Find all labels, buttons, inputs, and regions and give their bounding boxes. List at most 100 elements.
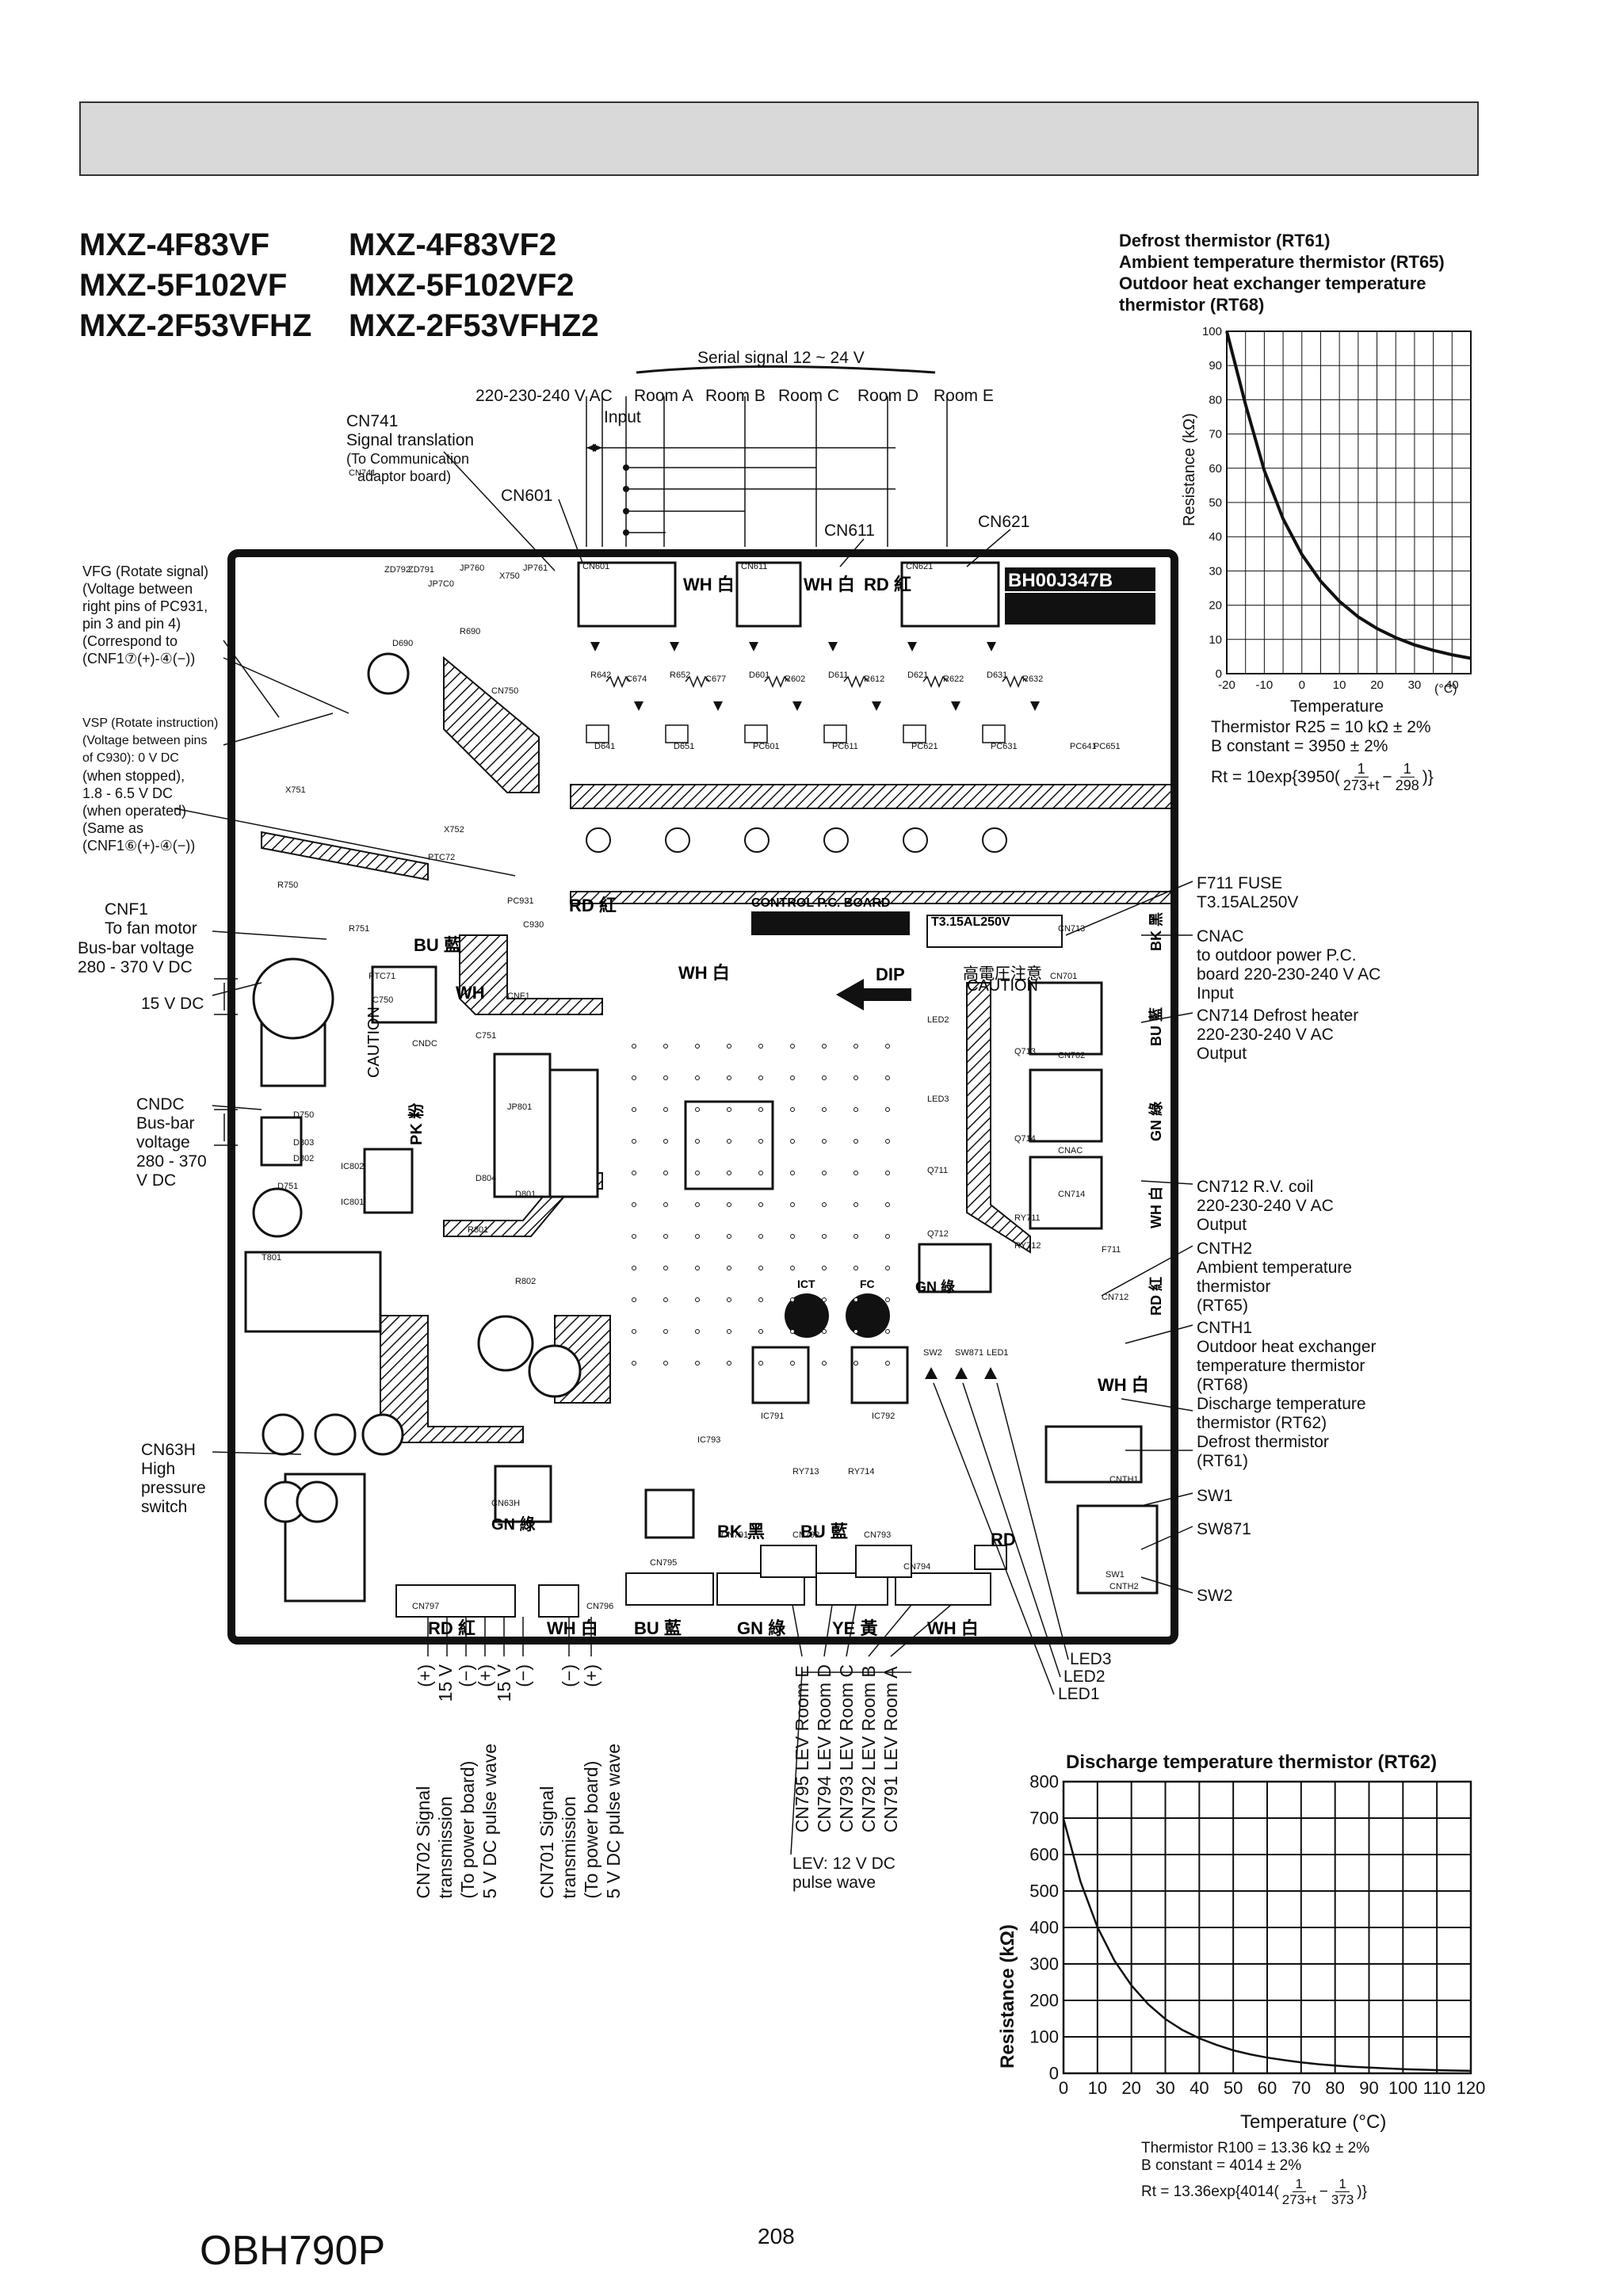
component-ref-label: D601 xyxy=(749,670,769,680)
via-dot xyxy=(854,1044,858,1049)
header-bar xyxy=(79,101,1479,176)
tag-rd: RD 紅 xyxy=(864,575,911,594)
via-dot xyxy=(632,1297,636,1302)
via-dot xyxy=(695,1234,700,1239)
tag-pk: PK 粉 xyxy=(407,1103,426,1145)
tag-wh: WH 白 xyxy=(547,1618,598,1638)
via-dot xyxy=(632,1329,636,1334)
transistor-symbol xyxy=(823,827,849,853)
via-dot xyxy=(822,1171,827,1175)
x-tick-label: 100 xyxy=(1388,2078,1418,2098)
fc-label: FC xyxy=(860,1278,875,1290)
component-ref-label: PC611 xyxy=(832,742,858,751)
model-name: MXZ-4F83VF xyxy=(79,227,270,262)
via-dot xyxy=(663,1297,668,1302)
via-dot xyxy=(758,1234,763,1239)
component-ref-label: F711 xyxy=(1102,1245,1121,1255)
via-dot xyxy=(885,1171,890,1175)
component-ref-label: D801 xyxy=(515,1190,536,1199)
component-ref-label: CNF1 xyxy=(507,991,530,1001)
y-tick-label: 80 xyxy=(1209,393,1222,407)
room-e-label: Room E xyxy=(934,387,994,405)
y-tick-label: 90 xyxy=(1209,359,1222,372)
vsp-label: VSP (Rotate instruction) (Voltage betwee… xyxy=(82,716,219,854)
via-dot xyxy=(854,1329,858,1334)
via-dot xyxy=(727,1266,731,1270)
tag-wh: WH 白 xyxy=(678,963,730,983)
component-ref-label: IC801 xyxy=(341,1198,364,1207)
via-dot xyxy=(727,1075,731,1080)
component-ref-label: X752 xyxy=(444,825,464,835)
room-d-label: Room D xyxy=(857,387,919,405)
chart-bottom-ylabel: Resistance (kΩ) xyxy=(997,1924,1018,2069)
x-tick-label: 60 xyxy=(1258,2078,1277,2098)
via-dot xyxy=(885,1107,890,1112)
resistor-symbol xyxy=(843,675,869,688)
chart-top-notes: Thermistor R25 = 10 kΩ ± 2% B constant =… xyxy=(1211,718,1431,755)
via-dot xyxy=(854,1075,858,1080)
via-dot xyxy=(790,1202,795,1207)
via-dot xyxy=(854,1266,858,1270)
lev-note: LEV: 12 V DC pulse wave xyxy=(792,1855,896,1892)
component-ref-label: CNDC xyxy=(412,1039,437,1049)
cn601-label: CN601 xyxy=(501,487,553,505)
chart-top-formula: Rt = 10exp{3950( 1 273+t − 1 298 )} xyxy=(1211,761,1434,793)
resistor-symbol xyxy=(922,675,948,688)
via-dot xyxy=(854,1139,858,1144)
resistor-symbol xyxy=(605,675,631,688)
component-ref-label: D631 xyxy=(987,670,1007,680)
v15-label: 15 V DC xyxy=(141,995,204,1013)
via-dot xyxy=(790,1329,795,1334)
component-ref-label: CN750 xyxy=(491,686,518,696)
tag-gn: GN 綠 xyxy=(915,1278,956,1295)
component-ref-label: SW1 xyxy=(1106,1570,1125,1580)
component-ref-label: Q713 xyxy=(1014,1047,1036,1056)
component-ref-label: R750 xyxy=(277,881,298,890)
diode-symbol xyxy=(872,701,881,711)
fuse-box xyxy=(926,915,1063,948)
y-tick-label: 10 xyxy=(1209,633,1222,647)
tag-wh: WH 白 xyxy=(927,1618,979,1638)
via-dot xyxy=(822,1107,827,1112)
via-dot xyxy=(854,1361,858,1366)
component-ref-label: CN793 xyxy=(864,1530,891,1540)
model-name: MXZ-5F102VF2 xyxy=(349,268,575,303)
busbar-label: Bus-bar voltage 280 - 370 V DC xyxy=(78,939,195,976)
via-dot xyxy=(854,1171,858,1175)
via-dot xyxy=(758,1202,763,1207)
via-dot xyxy=(663,1266,668,1270)
x-tick-label: -10 xyxy=(1256,678,1274,692)
component-ref-label: Q711 xyxy=(927,1166,948,1175)
via-dot xyxy=(727,1234,731,1239)
component-ref-label: D651 xyxy=(674,742,694,751)
component-ref-label: CN797 xyxy=(412,1602,439,1611)
via-dot xyxy=(885,1329,890,1334)
component-ref-label: IC793 xyxy=(697,1435,720,1445)
component-ref-label: JP801 xyxy=(507,1102,532,1112)
via-dot xyxy=(632,1139,636,1144)
y-tick-label: 200 xyxy=(1029,1990,1059,2010)
cn741-label: CN741 Signal translation (To Communicati… xyxy=(346,412,475,484)
component-ref-label: IC791 xyxy=(761,1412,784,1421)
tag-bu: BU 藍 xyxy=(1148,1007,1164,1046)
via-dot xyxy=(790,1107,795,1112)
cnf1-label: CNF1 To fan motor xyxy=(105,900,197,938)
y-tick-label: 100 xyxy=(1029,2027,1059,2046)
via-dot xyxy=(854,1202,858,1207)
chart-bottom-formula: Rt = 13.36exp{4014( 1 273+t − 1 373 )} xyxy=(1141,2176,1367,2207)
fuse-label: T3.15AL250V xyxy=(931,915,1010,929)
component-ref-label: D690 xyxy=(392,639,413,648)
component-ref-label: SW2 xyxy=(923,1348,942,1358)
power-label: 220-230-240 V AC xyxy=(475,387,613,405)
room-b-label: Room B xyxy=(705,387,766,405)
board-outline xyxy=(227,549,1178,1645)
component-ref-label: C751 xyxy=(475,1031,496,1041)
sw1-label: SW1 xyxy=(1197,1487,1233,1505)
tag-bk: BK 黑 xyxy=(717,1522,765,1541)
via-dot xyxy=(663,1202,668,1207)
via-dot xyxy=(663,1361,668,1366)
signal-arrows xyxy=(586,444,629,536)
resistor-symbol xyxy=(1002,675,1027,688)
part-number: BH00J347B xyxy=(1008,570,1113,591)
